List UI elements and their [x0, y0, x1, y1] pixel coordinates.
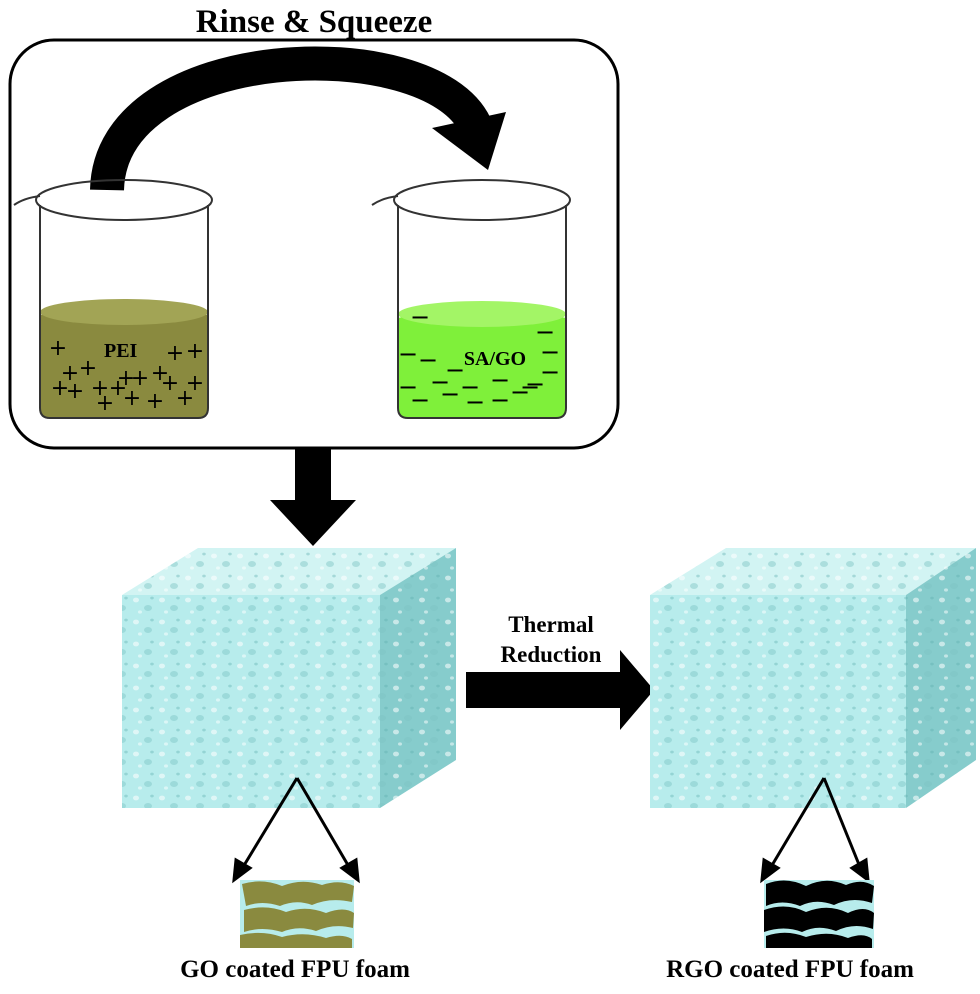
minus-mark: − — [490, 386, 510, 414]
beaker-pei-label: PEI — [104, 340, 138, 362]
plus-mark: + — [166, 341, 184, 366]
beaker-sago — [371, 179, 571, 419]
negative-charge-marks: −−−−−−−−−−−−−−−−−− — [398, 303, 560, 416]
minus-mark: − — [410, 303, 430, 331]
minus-mark: − — [465, 388, 485, 416]
minus-mark: − — [525, 370, 545, 398]
plus-mark: + — [51, 376, 69, 401]
plus-mark: + — [161, 371, 179, 396]
plus-mark: + — [176, 386, 194, 411]
minus-mark: − — [540, 358, 560, 386]
plus-mark: + — [146, 389, 164, 414]
plus-mark: + — [79, 356, 97, 381]
positive-charge-marks: ++++++++++++++++++ — [49, 336, 204, 416]
minus-mark: − — [540, 338, 560, 366]
thermal-reduction-label: Thermal Reduction — [466, 610, 636, 670]
minus-mark: − — [510, 378, 530, 406]
minus-mark: − — [398, 340, 418, 368]
zoom-arrows-rgo — [760, 777, 870, 884]
plus-mark: + — [96, 391, 114, 416]
minus-mark: − — [460, 373, 480, 401]
plus-mark: + — [186, 339, 204, 364]
plus-mark: + — [109, 376, 127, 401]
minus-mark: − — [520, 373, 540, 401]
down-arrow — [270, 448, 356, 546]
plus-mark: + — [151, 361, 169, 386]
minus-mark: − — [418, 346, 438, 374]
plus-mark: + — [123, 386, 141, 411]
minus-mark: − — [398, 373, 418, 401]
minus-mark: − — [430, 368, 450, 396]
go-foam-caption: GO coated FPU foam — [180, 956, 410, 983]
thermal-arrow — [466, 650, 654, 730]
plus-mark: + — [186, 371, 204, 396]
beaker-sago-liquid-surface — [398, 301, 566, 327]
zoom-arrows-go — [232, 777, 360, 884]
minus-mark: − — [445, 356, 465, 384]
beaker-sago-liquid — [398, 308, 566, 418]
thermal-label-line2: Reduction — [500, 642, 602, 667]
foam-cube-rgo — [650, 548, 976, 808]
foam-cube-go — [122, 548, 456, 808]
beaker-pei — [13, 179, 213, 419]
beaker-pei-liquid — [40, 305, 208, 418]
diagram-title: Rinse & Squeeze — [195, 4, 433, 40]
beaker-sago-label: SA/GO — [463, 348, 527, 370]
plus-mark: + — [91, 376, 109, 401]
minus-mark: − — [440, 380, 460, 408]
curved-arrow — [90, 46, 506, 192]
plus-mark: + — [61, 361, 79, 386]
minus-mark: − — [490, 366, 510, 394]
thermal-label-line1: Thermal — [508, 612, 594, 637]
rgo-coated-swatch — [764, 880, 874, 948]
plus-mark: + — [66, 379, 84, 404]
plus-mark: + — [131, 366, 149, 391]
go-coated-swatch — [240, 880, 354, 948]
minus-mark: − — [410, 386, 430, 414]
plus-mark: + — [49, 336, 67, 361]
beaker-pei-liquid-surface — [40, 299, 208, 325]
rgo-foam-caption: RGO coated FPU foam — [666, 956, 914, 983]
minus-mark: − — [535, 318, 555, 346]
plus-mark: + — [117, 366, 135, 391]
